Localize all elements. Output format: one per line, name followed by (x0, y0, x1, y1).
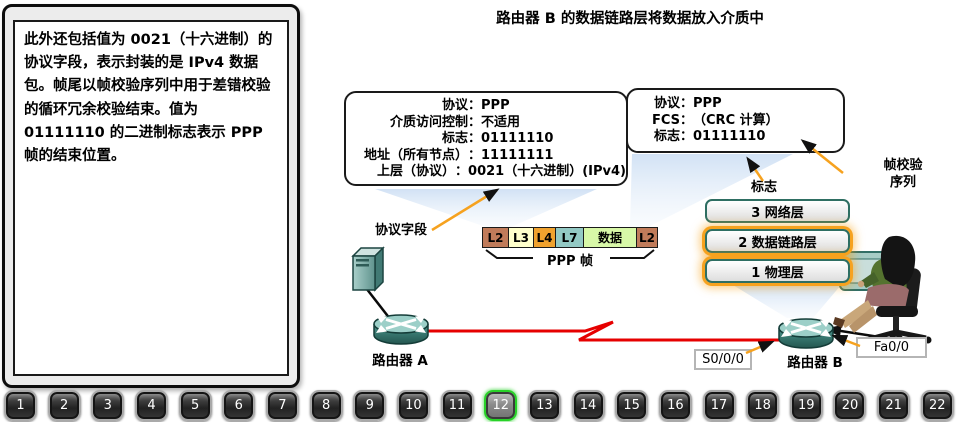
person-at-computer (833, 235, 932, 352)
nav-button-20[interactable]: 20 (833, 389, 867, 421)
callout-row: 地址（所有节点）：11111111 (346, 148, 626, 165)
frame-block-L2: L2 (636, 227, 658, 248)
callout-row-value: PPP (693, 96, 722, 111)
serial-link-line (424, 320, 781, 342)
callout-row-value: 不适用 (481, 114, 521, 130)
frame-block-L3: L3 (508, 227, 534, 248)
nav-button-21[interactable]: 21 (877, 389, 911, 421)
callout-row-label: 标志 (441, 131, 468, 146)
sidebar-panel: 此外还包括值为 0021（十六进制）的协议字段，表示封装的是 IPv4 数据包。… (2, 4, 300, 388)
nav-button-12[interactable]: 12 (484, 389, 518, 421)
frame-block-L7: L7 (555, 227, 584, 248)
sidebar-text: 此外还包括值为 0021（十六进制）的协议字段，表示封装的是 IPv4 数据包。… (24, 32, 273, 164)
nav-button-2[interactable]: 2 (47, 389, 81, 421)
router-a-icon (373, 314, 429, 345)
person-leg (840, 300, 873, 328)
page-title: 路由器 B 的数据链路层将数据放入介质中 (496, 11, 764, 27)
flag-label: 标志 (751, 180, 778, 195)
nav-button-1[interactable]: 1 (4, 389, 37, 421)
callout-row-label: 介质访问控制 (389, 114, 468, 130)
callout-row-label: 协议 (653, 96, 680, 111)
callout-row: 标志：01111110 (628, 129, 843, 146)
callout-row: 协议：PPP (628, 96, 843, 113)
nav-button-19[interactable]: 19 (789, 389, 823, 421)
nav-button-17[interactable]: 17 (702, 389, 736, 421)
router-b-icon (778, 318, 834, 349)
light-beam-physical (733, 285, 841, 318)
callout-row-value: （CRC 计算） (693, 112, 779, 128)
nav-button-11[interactable]: 11 (440, 389, 474, 421)
fcs-label: 帧校验 序列 (874, 157, 932, 191)
layer-item-3: 3 网络层 (705, 199, 850, 223)
frame-block-数据: 数据 (582, 227, 638, 248)
frame-block-L2: L2 (481, 227, 510, 248)
callout-row-colon: ： (680, 129, 694, 144)
callout-row-label: 标志 (653, 129, 680, 144)
callout-row: 协议：PPP (346, 98, 626, 115)
nav-button-6[interactable]: 6 (222, 389, 256, 421)
callout-row-colon: ： (455, 164, 469, 179)
fcs-label-line1: 帧校验 (883, 158, 923, 173)
nav-button-5[interactable]: 5 (178, 389, 212, 421)
callout-row-value: 01111110 (481, 131, 554, 146)
callout-row-colon: ： (468, 147, 482, 163)
callout-row: 上层（协议）：0021（十六进制）(IPv4) (346, 164, 626, 181)
frame-block-L4: L4 (532, 227, 557, 248)
person-hair (880, 235, 916, 288)
nav-button-18[interactable]: 18 (746, 389, 780, 421)
person-skirt (864, 284, 909, 309)
callout-row-label: 协议 (441, 98, 468, 113)
protocol-field-label: 协议字段 (375, 223, 428, 238)
router-b-label: 路由器 B (787, 355, 843, 371)
server-icon (351, 246, 385, 292)
nav-button-22[interactable]: 22 (920, 389, 954, 421)
callout-row-label: 地址（所有节点） (363, 147, 468, 163)
chair-seat (876, 306, 918, 317)
callout-row: 介质访问控制：不适用 (346, 115, 626, 132)
nav-button-14[interactable]: 14 (571, 389, 605, 421)
fcs-label-line2: 序列 (889, 175, 916, 190)
nav-button-15[interactable]: 15 (615, 389, 649, 421)
callout-row-value: 0021（十六进制）(IPv4) (468, 164, 626, 179)
fa0-0-port-label: Fa0/0 (856, 337, 927, 358)
s0-0-0-port-label: S0/0/0 (694, 349, 752, 370)
layer-item-1: 1 物理层 (705, 259, 850, 283)
nav-button-4[interactable]: 4 (134, 389, 168, 421)
callout-row-value: 11111111 (481, 147, 554, 163)
nav-button-8[interactable]: 8 (309, 389, 343, 421)
osi-layer-stack: 3 网络层 2 数据链路层 1 物理层 (705, 199, 850, 289)
nav-button-10[interactable]: 10 (396, 389, 430, 421)
nav-button-3[interactable]: 3 (91, 389, 125, 421)
layer-item-2: 2 数据链路层 (705, 229, 850, 253)
callout-row-value: 01111110 (693, 129, 766, 144)
callout-row-colon: ： (468, 98, 482, 113)
callout-row-colon: ： (680, 112, 694, 128)
callout-row-value: PPP (481, 98, 510, 113)
callout-row-colon: ： (468, 114, 482, 130)
callout-row: FCS：（CRC 计算） (628, 113, 843, 130)
nav-button-9[interactable]: 9 (353, 389, 387, 421)
nav-button-16[interactable]: 16 (658, 389, 692, 421)
callout-row-colon: ： (680, 96, 694, 111)
callout-row: 标志：01111110 (346, 131, 626, 148)
callout-row-colon: ： (468, 131, 482, 146)
protocol-field-arrow (431, 188, 500, 232)
router-a-label: 路由器 A (372, 353, 428, 369)
callout-row-label: 上层（协议） (377, 164, 456, 179)
callout-row-label: FCS (651, 112, 680, 128)
ppp-frame-caption: PPP 帧 (546, 254, 594, 269)
nav-button-13[interactable]: 13 (527, 389, 561, 421)
sidebar-panel-inner: 此外还包括值为 0021（十六进制）的协议字段，表示封装的是 IPv4 数据包。… (13, 20, 289, 376)
nav-button-7[interactable]: 7 (265, 389, 299, 421)
